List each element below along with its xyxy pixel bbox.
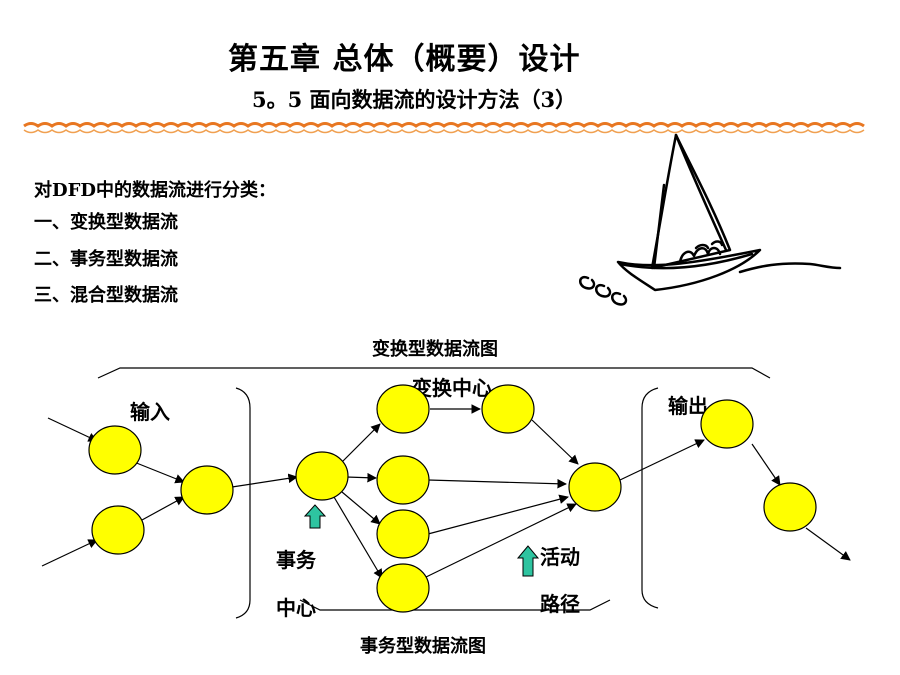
process-node [180, 465, 234, 515]
output-node [763, 482, 817, 532]
process-node [376, 384, 430, 434]
merge-node [568, 462, 622, 512]
up-arrow-icon [516, 545, 540, 577]
process-node [481, 384, 535, 434]
flow-arrow [133, 461, 185, 484]
flow-arrow [427, 494, 569, 535]
flow-arrow [345, 472, 377, 483]
transaction-center-label: 中心 [276, 596, 316, 620]
flow-arrow [341, 423, 381, 463]
transaction-diagram-label: 事务型数据流图 [360, 636, 486, 657]
activity-path-label: 活动 [540, 545, 580, 569]
process-node [91, 505, 145, 555]
section-subtitle: 5。5 面向数据流的设计方法（3） [252, 87, 577, 112]
list-item: 三、混合型数据流 [34, 285, 178, 306]
flow-arrow [805, 527, 851, 561]
intro-text: 对DFD中的数据流进行分类： [34, 180, 276, 201]
flow-arrow [231, 473, 298, 488]
flow-arrow [333, 496, 383, 579]
flow-arrow [423, 503, 577, 579]
transaction-center-label: 事务 [276, 548, 316, 572]
output-bracket [641, 387, 659, 609]
input-bracket [235, 387, 251, 619]
list-item: 一、变换型数据流 [34, 212, 178, 233]
flow-arrow [141, 496, 185, 521]
flow-arrow [427, 478, 567, 489]
output-label: 输出 [668, 394, 708, 418]
transform-diagram-label: 变换型数据流图 [372, 339, 498, 360]
flow-arrow [531, 419, 579, 465]
list-item: 二、事务型数据流 [34, 249, 178, 270]
flow-arrow [341, 491, 381, 525]
page-title: 第五章 总体（概要）设计 [228, 42, 581, 77]
output-node [700, 399, 754, 449]
bottom-bracket [299, 599, 611, 611]
process-node [376, 563, 430, 613]
process-node [376, 509, 430, 559]
process-node [88, 425, 142, 475]
up-arrow-icon [303, 504, 327, 529]
flow-arrow [751, 443, 781, 486]
transaction-center-node [295, 451, 349, 501]
flow-arrow [41, 539, 98, 567]
process-node [376, 455, 430, 505]
activity-path-label: 路径 [540, 592, 580, 616]
top-bracket [97, 367, 771, 379]
input-label: 输入 [130, 400, 170, 424]
flow-arrow [619, 439, 705, 481]
flow-arrow [47, 417, 98, 442]
